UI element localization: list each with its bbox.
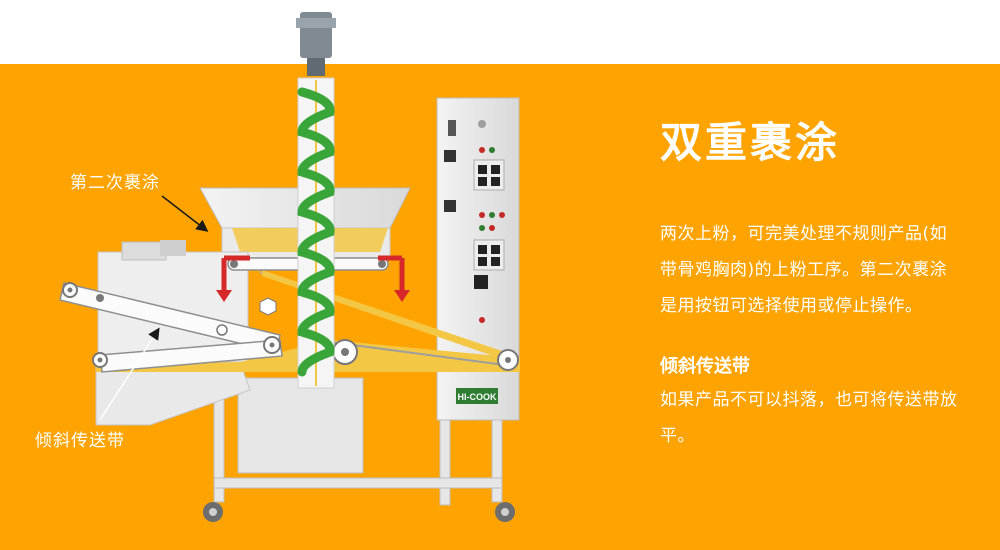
auger-column xyxy=(297,77,335,389)
feature-panel: 双重裹涂 两次上粉，可完美处理不规则产品(如带骨鸡胸肉)的上粉工序。第二次裹涂是… xyxy=(660,118,960,454)
second-coating-pointer xyxy=(161,195,209,232)
feature-description: 两次上粉，可完美处理不规则产品(如带骨鸡胸肉)的上粉工序。第二次裹涂是用按钮可选… xyxy=(660,224,948,317)
motor xyxy=(296,12,336,76)
callout-second-coating: 第二次裹涂 xyxy=(70,173,160,193)
inclined-conveyor-pointer xyxy=(99,327,160,421)
inclined-conveyor xyxy=(59,282,283,373)
caster-wheels xyxy=(203,502,515,522)
auger-flight xyxy=(297,87,335,377)
page-title: 双重裹涂 xyxy=(660,118,841,167)
breading-machine-illustration: HI-COOK xyxy=(59,12,520,522)
brand-label: HI-COOK xyxy=(458,392,497,402)
red-flow-arrows xyxy=(216,255,410,302)
callout-inclined-conveyor: 倾斜传送带 xyxy=(35,431,125,451)
machine-frame xyxy=(213,377,503,506)
sub-description: 如果产品不可以抖落，也可将传送带放平。 xyxy=(660,390,958,447)
subheading: 倾斜传送带 xyxy=(660,356,750,378)
